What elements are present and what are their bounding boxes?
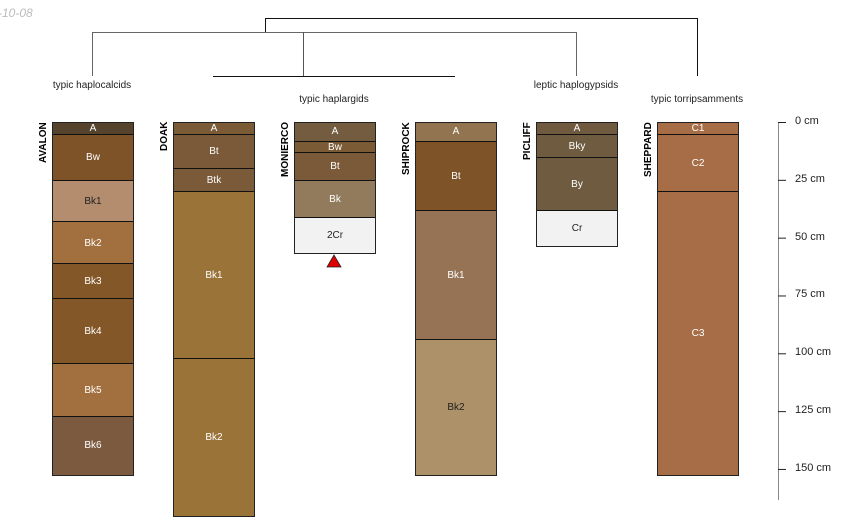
- horizon: Bk2: [53, 221, 133, 265]
- dendrogram: [92, 18, 786, 500]
- horizon: A: [174, 123, 254, 135]
- horizon: Bk4: [53, 297, 133, 364]
- dendrogram-branch-root: [265, 18, 698, 76]
- profile-name: SHIPROCK: [401, 122, 412, 175]
- horizon: Bk5: [53, 362, 133, 417]
- horizon: Bw: [295, 140, 375, 154]
- horizon: Bt: [174, 133, 254, 170]
- horizon: C3: [658, 191, 738, 475]
- taxon-label: typic haplargids: [299, 94, 369, 105]
- horizon: Bt: [416, 140, 496, 211]
- dendrogram-branch-left: [92, 32, 577, 76]
- axis-tick-label: 75 cm: [795, 288, 825, 301]
- profile-name: PICLIFF: [522, 122, 533, 160]
- profile-name: MONIERCO: [280, 122, 291, 177]
- horizon: Bk6: [53, 415, 133, 475]
- horizon: Cr: [537, 209, 617, 246]
- horizon: Bk1: [53, 179, 133, 223]
- horizon: Bt: [295, 152, 375, 181]
- lithic-contact-marker-icon: [326, 254, 342, 268]
- axis-tick-label: 50 cm: [795, 230, 825, 243]
- horizon: C2: [658, 133, 738, 193]
- profile-name: SHEPPARD: [643, 122, 654, 177]
- horizon: Btk: [174, 168, 254, 193]
- date-label: -10-08: [0, 6, 33, 20]
- horizon: C1: [658, 122, 738, 135]
- axis-tick-label: 150 cm: [795, 461, 832, 474]
- axis-tick-label: 25 cm: [795, 172, 825, 185]
- axis-tick-label: 100 cm: [795, 346, 832, 359]
- horizon: Bk2: [174, 357, 254, 517]
- horizon: A: [537, 122, 617, 135]
- horizon: Bk3: [53, 263, 133, 299]
- taxon-label: typic torripsamments: [650, 94, 744, 105]
- taxon-label: typic haplocalcids: [52, 80, 132, 91]
- horizon: 2Cr: [295, 216, 375, 253]
- horizon: Bk: [295, 179, 375, 218]
- axis-tick-label: 0 cm: [795, 115, 819, 127]
- taxon-label: leptic haplogypsids: [533, 80, 619, 91]
- horizon: A: [53, 122, 133, 135]
- horizon: Bk1: [174, 191, 254, 359]
- horizon: Bky: [537, 133, 617, 158]
- axis-tick-label: 125 cm: [795, 404, 832, 417]
- profile-name: AVALON: [38, 122, 49, 163]
- horizon: A: [295, 122, 375, 142]
- horizon: Bw: [53, 133, 133, 181]
- depth-axis-line: [778, 122, 786, 500]
- horizon: Bk2: [416, 339, 496, 475]
- profile-name: DOAK: [159, 121, 170, 151]
- horizon: A: [416, 122, 496, 142]
- horizon: Bk1: [416, 209, 496, 341]
- horizon: By: [537, 156, 617, 211]
